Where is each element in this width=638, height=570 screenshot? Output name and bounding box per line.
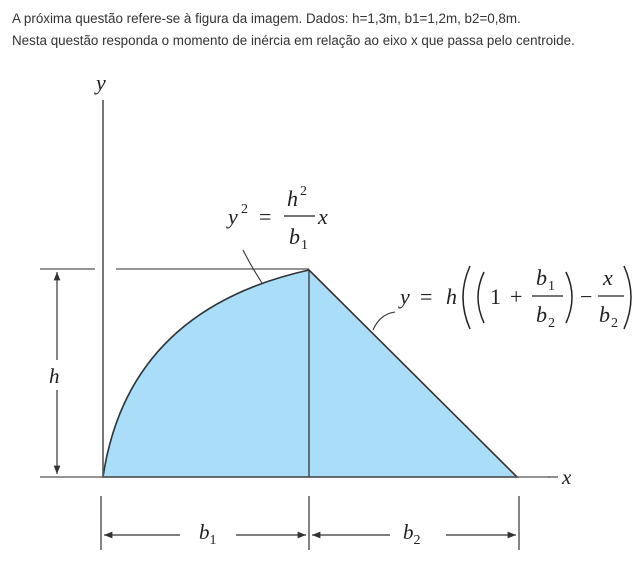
svg-text:1: 1 <box>490 284 501 309</box>
svg-text:b: b <box>289 224 300 249</box>
x-axis-label: x <box>561 465 572 489</box>
svg-text:2: 2 <box>241 202 248 217</box>
svg-text:−: − <box>580 284 592 309</box>
line-leader <box>372 311 396 331</box>
svg-text:2: 2 <box>611 316 618 331</box>
svg-text:2: 2 <box>548 316 555 331</box>
parabola-equation: y 2 = h 2 b 1 x <box>226 184 328 253</box>
parabola-leader <box>242 249 263 284</box>
question-line-2: Nesta questão responda o momento de inér… <box>12 33 575 48</box>
svg-text:x: x <box>317 204 328 229</box>
svg-text:b: b <box>599 302 610 327</box>
height-label: h <box>49 364 60 388</box>
svg-text:b: b <box>536 302 547 327</box>
svg-text:y: y <box>398 284 410 309</box>
svg-text:+: + <box>510 284 522 309</box>
svg-text:x: x <box>602 265 613 290</box>
question-line-1: A próxima questão refere-se à figura da … <box>12 11 521 26</box>
y-axis-label: y <box>94 70 106 95</box>
svg-text:=: = <box>420 284 432 309</box>
svg-text:=: = <box>259 204 271 229</box>
question-text: A próxima questão refere-se à figura da … <box>12 8 632 52</box>
svg-text:y: y <box>226 204 238 229</box>
svg-text:b: b <box>536 265 547 290</box>
svg-text:h: h <box>287 186 298 211</box>
svg-text:2: 2 <box>300 184 307 199</box>
shaded-area <box>102 269 519 478</box>
b2-label: b2 <box>403 520 421 548</box>
svg-text:1: 1 <box>301 238 308 253</box>
line-equation: y = h 1 + b 1 b 2 − x b 2 <box>398 265 632 331</box>
svg-text:h: h <box>446 284 457 309</box>
svg-text:1: 1 <box>548 279 555 294</box>
b1-label: b1 <box>199 520 217 548</box>
